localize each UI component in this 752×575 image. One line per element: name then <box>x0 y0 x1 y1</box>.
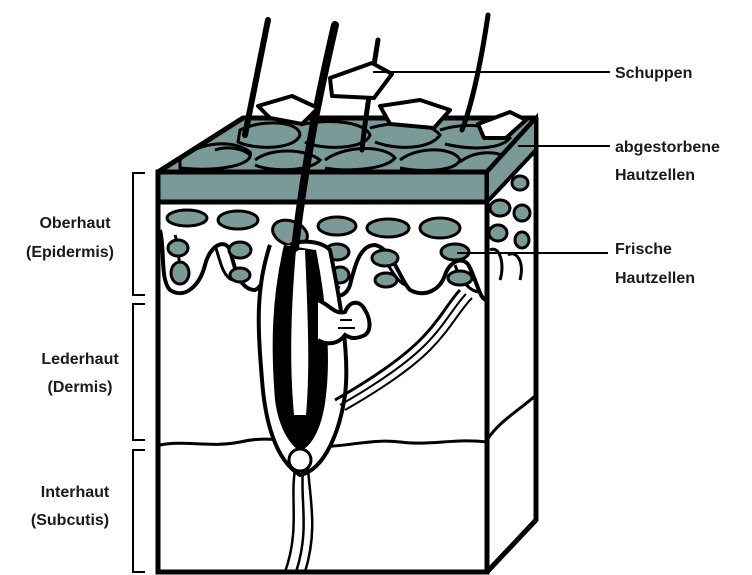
block-right-side <box>487 118 536 572</box>
layer-brackets <box>133 173 145 572</box>
label-dermis-line1: Lederhaut <box>41 351 119 368</box>
label-dead-cells-line2: Hautzellen <box>615 167 695 184</box>
label-epidermis-line1: Oberhaut <box>39 215 111 232</box>
label-scales: Schuppen <box>615 65 692 82</box>
label-fresh-cells-line1: Frische <box>615 241 672 258</box>
label-epidermis-line2: (Epidermis) <box>26 244 114 261</box>
label-dermis-line2: (Dermis) <box>48 379 113 396</box>
label-subcutis-line2: (Subcutis) <box>31 512 109 529</box>
label-fresh-cells-line2: Hautzellen <box>615 270 695 287</box>
label-subcutis-line1: Interhaut <box>41 484 110 501</box>
dead-skin-front-band <box>158 172 487 202</box>
label-dead-cells-line1: abgestorbene <box>615 139 720 156</box>
